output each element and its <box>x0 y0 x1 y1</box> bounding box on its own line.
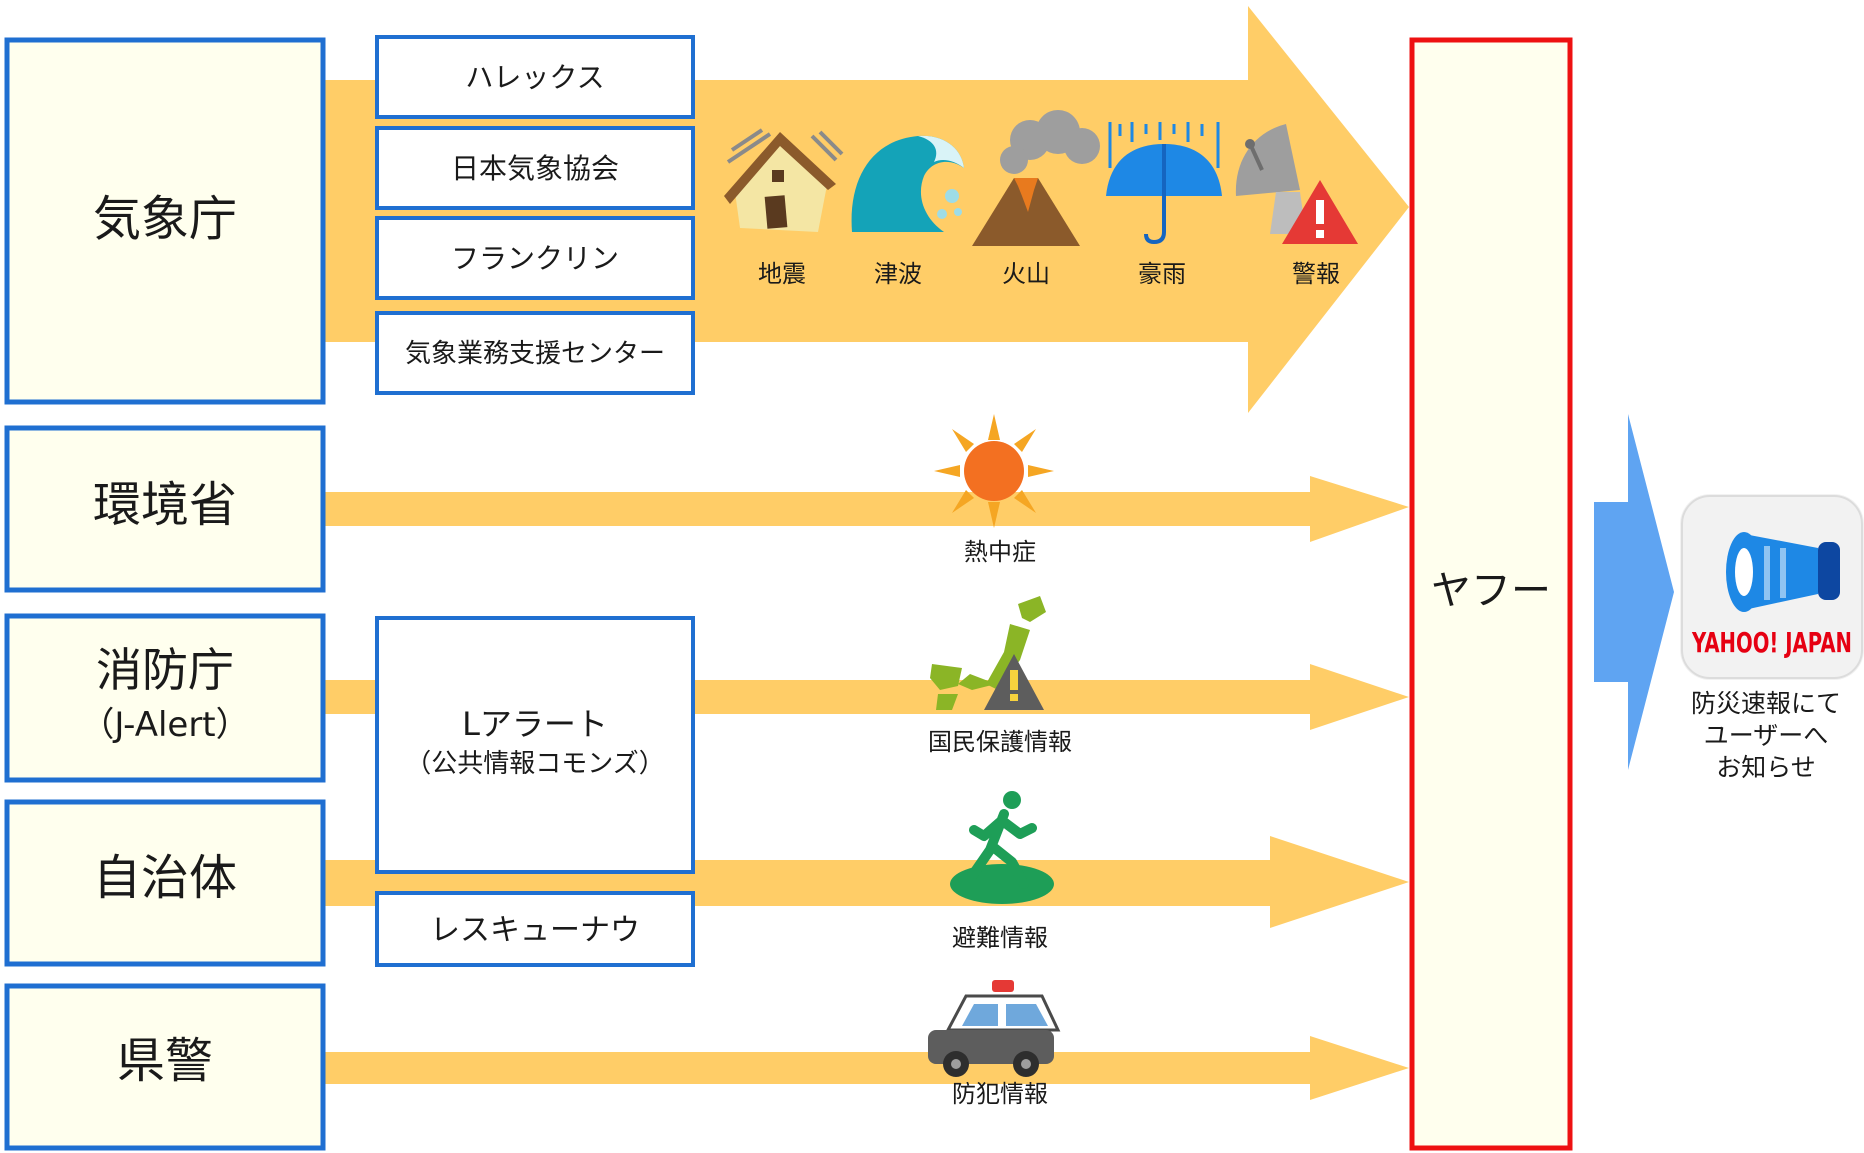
source-label-env: 環境省 <box>93 477 237 533</box>
japan-map-warning-icon <box>930 596 1046 710</box>
weather-label-earthquake: 地震 <box>758 260 806 288</box>
yahoo-logo: YAHOO! JAPAN <box>1691 626 1852 659</box>
weather-label-volcano: 火山 <box>1002 260 1050 288</box>
running-person-icon <box>950 791 1054 904</box>
vendor-sublabel-lalert: （公共情報コモンズ） <box>405 749 664 779</box>
vendor-label-franklin: フランクリン <box>451 242 619 275</box>
vendor-box-lalert: Lアラート （公共情報コモンズ） <box>375 616 695 874</box>
notify-arrow <box>1594 414 1674 770</box>
police-car-icon <box>928 980 1061 1077</box>
sun-icon <box>934 414 1054 528</box>
flow-label-civil: 国民保護情報 <box>928 728 1072 756</box>
vendor-box-halex: ハレックス <box>375 35 695 119</box>
vendor-box-rescue: レスキューナウ <box>375 891 695 967</box>
vendor-box-jmbsc: 気象業務支援センター <box>375 311 695 395</box>
source-label-police: 県警 <box>117 1033 213 1089</box>
vendor-box-jwa: 日本気象協会 <box>375 126 695 210</box>
source-box-jma: 気象庁 <box>4 37 326 405</box>
yahoo-label: ヤフー <box>1431 568 1551 614</box>
radar-warning-icon <box>1235 124 1358 244</box>
earthquake-house-icon <box>724 128 844 232</box>
source-box-police: 県警 <box>4 983 326 1151</box>
vendor-label-rescue: レスキューナウ <box>430 913 640 948</box>
weather-label-warning: 警報 <box>1292 260 1340 288</box>
weather-label-tsunami: 津波 <box>874 260 922 288</box>
umbrella-rain-icon <box>1106 122 1222 245</box>
app-caption-line-1: 防災速報にて <box>1691 689 1841 718</box>
app-caption-line-3: お知らせ <box>1716 753 1816 782</box>
vendor-label-lalert: Lアラート <box>462 705 608 743</box>
source-label-fdma: 消防庁 <box>96 643 234 697</box>
app-caption-line-2: ユーザーへ <box>1704 721 1829 750</box>
flow-label-crime: 防犯情報 <box>952 1080 1048 1108</box>
flow-label-evac: 避難情報 <box>952 924 1048 952</box>
vendor-label-jwa: 日本気象協会 <box>451 152 619 185</box>
source-label-local: 自治体 <box>93 850 237 906</box>
yahoo-box: ヤフー <box>1409 37 1573 1151</box>
flow-label-heat: 熱中症 <box>964 538 1036 566</box>
weather-label-rain: 豪雨 <box>1138 260 1186 288</box>
vendor-label-halex: ハレックス <box>465 61 604 94</box>
tsunami-wave-icon <box>851 135 964 232</box>
volcano-icon <box>972 110 1100 246</box>
heat-flow-arrow <box>322 476 1409 542</box>
source-box-fdma: 消防庁 （J-Alert） <box>4 613 326 783</box>
source-sublabel-fdma: （J-Alert） <box>80 705 249 745</box>
source-label-jma: 気象庁 <box>93 191 237 247</box>
source-box-local: 自治体 <box>4 799 326 967</box>
crime-flow-arrow <box>322 1036 1409 1100</box>
vendor-box-franklin: フランクリン <box>375 216 695 300</box>
source-box-env: 環境省 <box>4 425 326 593</box>
megaphone-icon <box>1726 532 1840 612</box>
vendor-label-jmbsc: 気象業務支援センター <box>405 339 665 369</box>
bosai-app-icon[interactable]: YAHOO! JAPAN <box>1680 494 1864 680</box>
